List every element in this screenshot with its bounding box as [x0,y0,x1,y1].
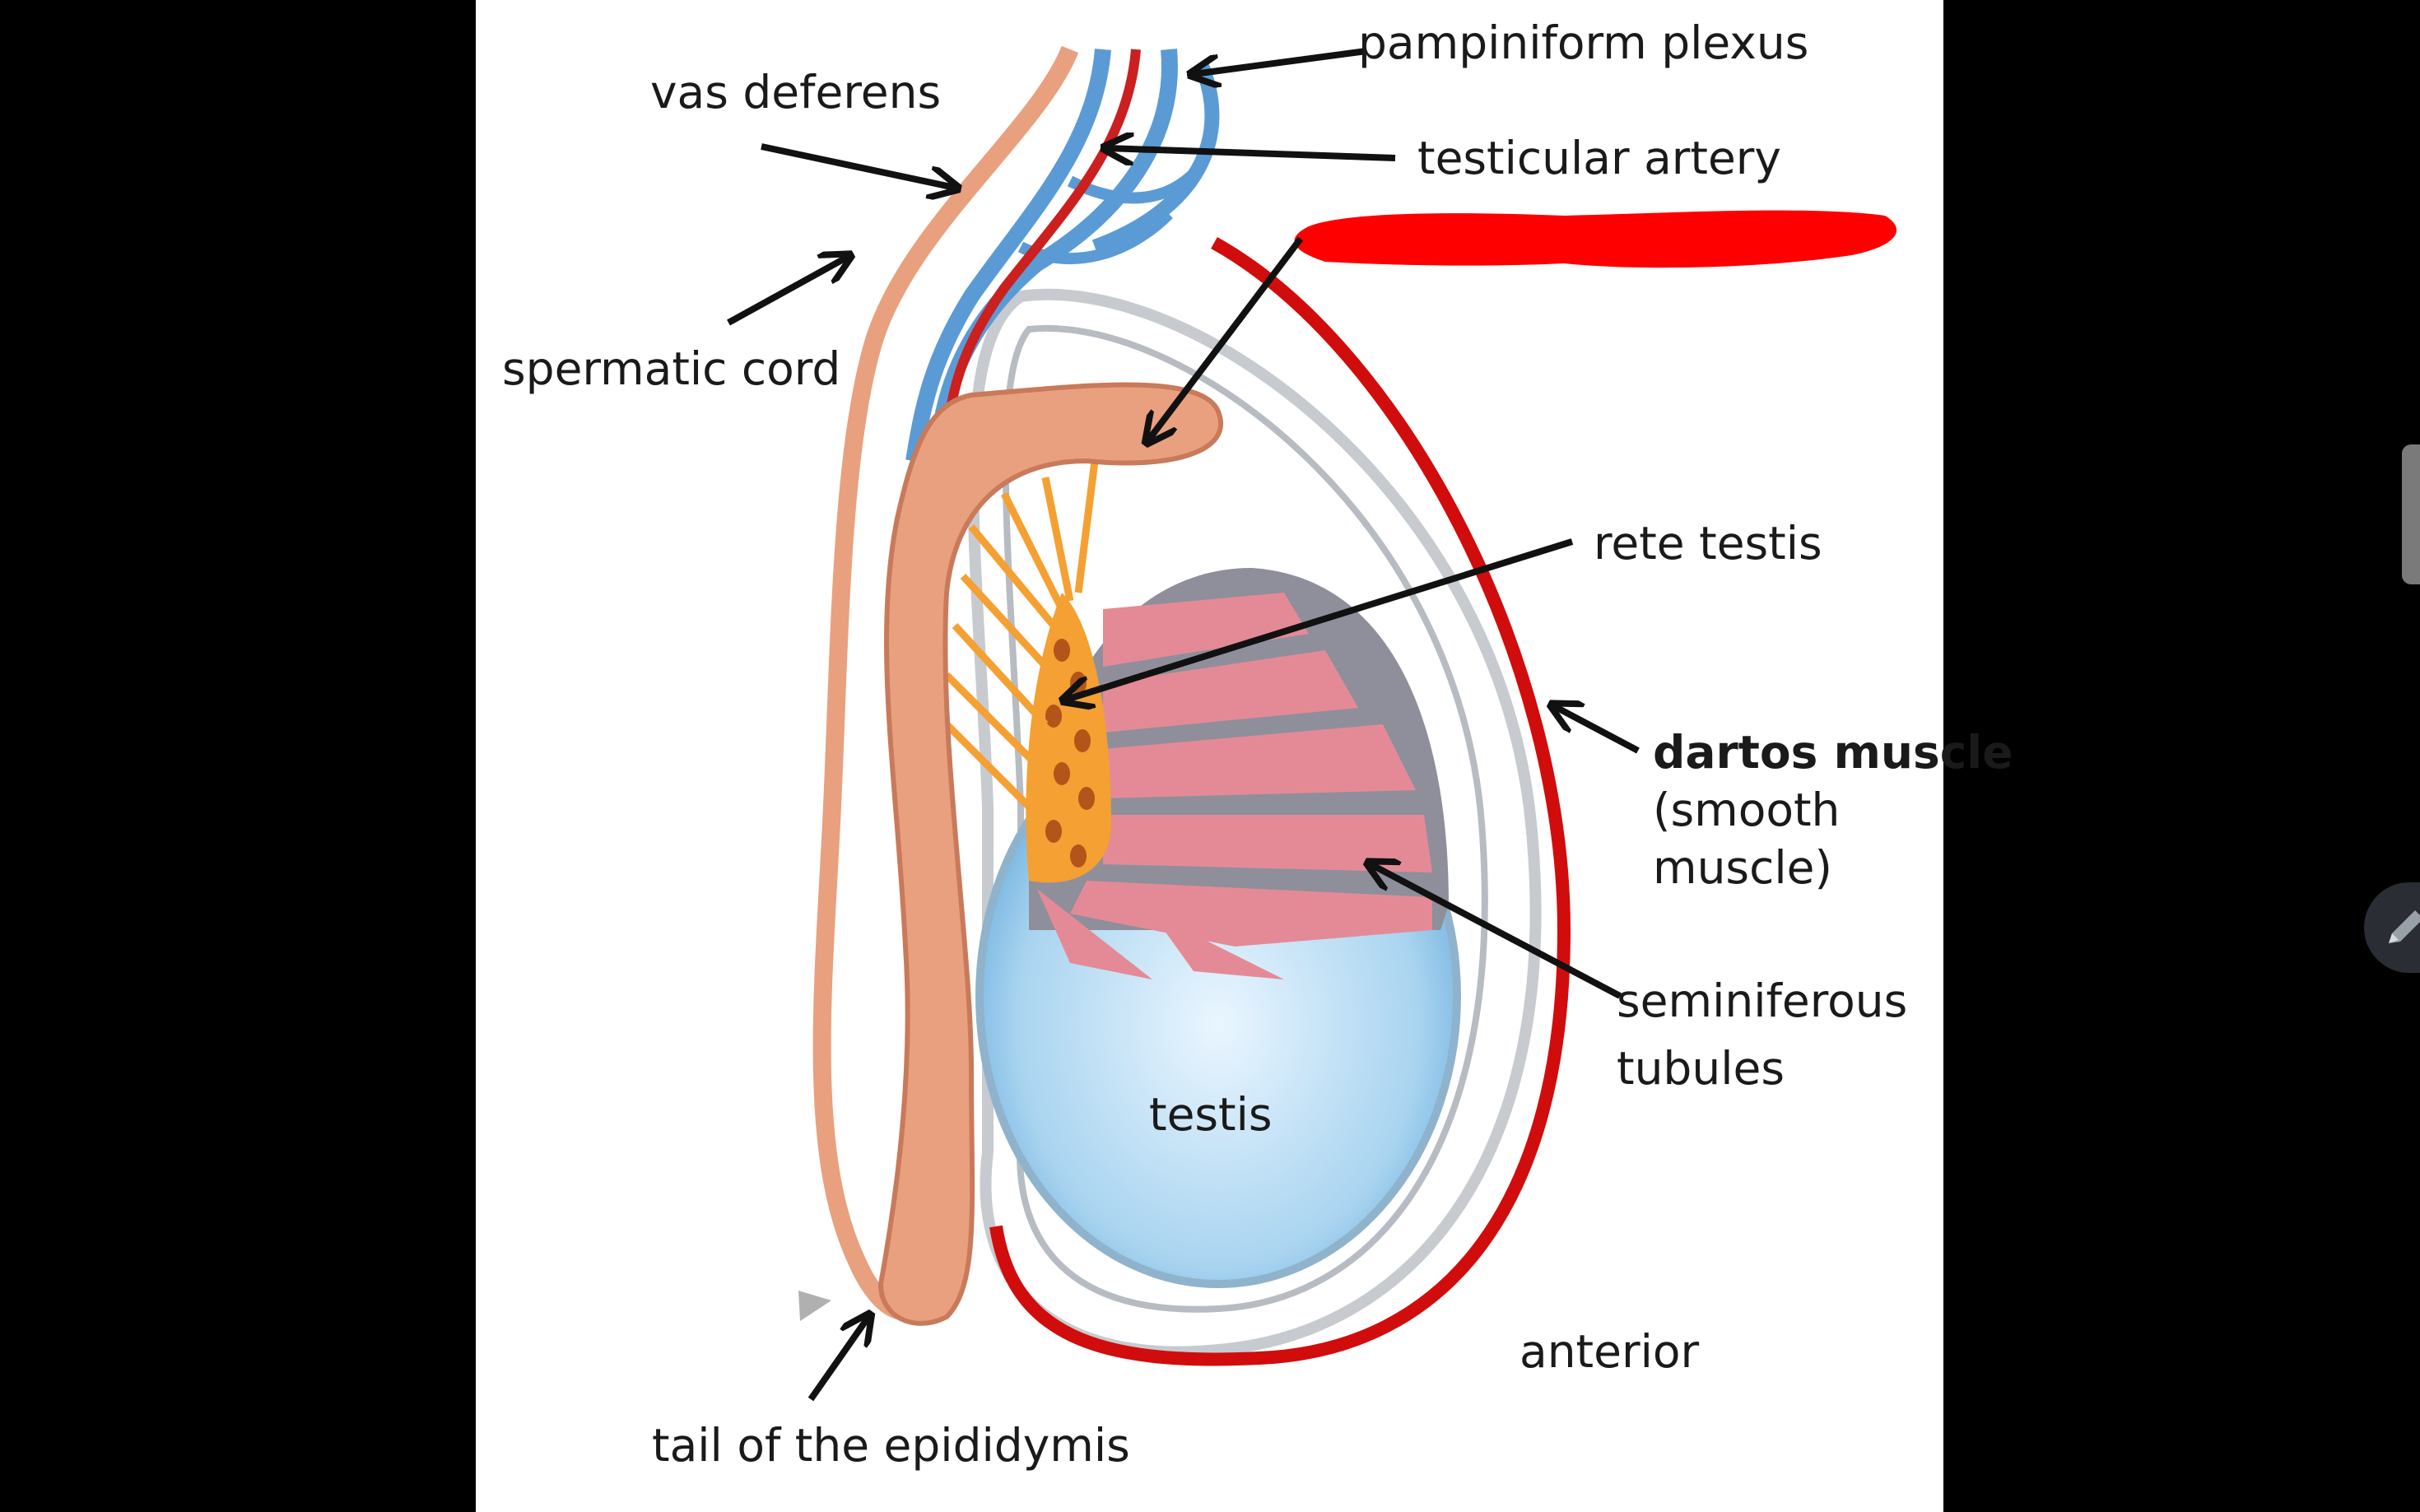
label-dartos-muscle-paren: muscle) [1653,841,1832,894]
label-pampiniform-plexus: pampiniform plexus [1358,16,1809,69]
label-dartos-smooth: (smooth [1653,784,1841,836]
dartos-muscle-line [989,237,1571,1366]
label-tubules: tubules [1617,1042,1785,1095]
epididymis-body [877,382,1223,1326]
label-testicular-artery: testicular artery [1417,132,1781,184]
label-testis: testis [1149,1088,1273,1141]
redaction-mark [1294,210,1897,268]
label-dartos-muscle: dartos muscle [1653,726,2013,779]
pointer-triangle [798,1291,831,1321]
label-anterior: anterior [1519,1325,1700,1378]
seminiferous-lobules [1037,593,1432,979]
label-vas-deferens: vas deferens [650,66,942,119]
pencil-icon [2389,910,2420,943]
label-rete-testis: rete testis [1594,517,1822,570]
testicular-artery-vessel [942,49,1141,462]
efferent-ductules [943,460,1099,826]
vas-deferens-tube [812,45,1079,1321]
label-spermatic-cord: spermatic cord [502,342,841,395]
scrollbar-handle[interactable] [2402,444,2420,584]
label-tail-epididymis: tail of the epididymis [652,1419,1130,1472]
label-seminiferous: seminiferous [1617,975,1908,1027]
label-arrows [727,48,1640,1402]
